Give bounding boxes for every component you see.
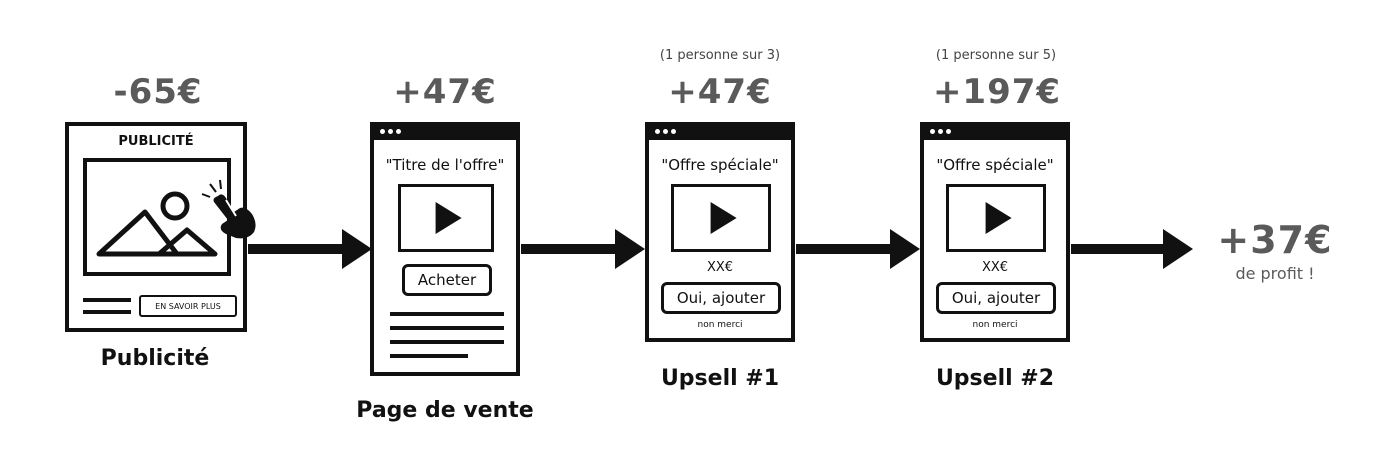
video-player[interactable] [946, 184, 1046, 252]
upsell1-add-button[interactable]: Oui, ajouter [661, 282, 781, 314]
flow-arrow-shaft [521, 244, 619, 254]
text-line [390, 340, 504, 344]
upsell1-amount: +47€ [668, 72, 772, 112]
upsell2-price: XX€ [981, 260, 1009, 275]
play-icon[interactable] [710, 202, 737, 234]
sales-page-caption: Page de vente [356, 398, 534, 423]
offer-title: "Titre de l'offre" [385, 156, 505, 174]
ad-card: PUBLICITÉ EN SAVOIR PLUS [65, 122, 247, 332]
arrow-right-icon [1163, 229, 1193, 269]
flow-arrow-shaft [248, 244, 346, 254]
arrow-right-icon [615, 229, 645, 269]
flow-arrow-shaft [1071, 244, 1167, 254]
ad-text-line [83, 298, 131, 302]
upsell1-window: "Offre spéciale" XX€ Oui, ajouter non me… [645, 122, 795, 342]
ad-text-line [83, 310, 131, 314]
arrow-right-icon [342, 229, 372, 269]
ad-cost-amount: -65€ [113, 72, 203, 112]
ad-header: PUBLICITÉ [118, 134, 194, 149]
upsell2-rate-note: (1 personne sur 5) [935, 48, 1057, 63]
upsell1-caption: Upsell #1 [660, 366, 780, 391]
sales-page-amount: +47€ [393, 72, 497, 112]
upsell2-add-button[interactable]: Oui, ajouter [936, 282, 1056, 314]
text-line [390, 312, 504, 316]
buy-button[interactable]: Acheter [402, 264, 492, 296]
ad-caption: Publicité [100, 346, 210, 371]
ad-learn-more-button[interactable]: EN SAVOIR PLUS [139, 295, 237, 317]
window-titlebar [374, 126, 516, 140]
upsell2-decline-link[interactable]: non merci [972, 320, 1018, 330]
sales-page-window: "Titre de l'offre" Acheter [370, 122, 520, 376]
profit-label: de profit ! [1235, 264, 1315, 283]
upsell2-caption: Upsell #2 [935, 366, 1055, 391]
upsell2-amount: +197€ [932, 72, 1062, 112]
play-icon[interactable] [985, 202, 1012, 234]
upsell1-decline-link[interactable]: non merci [697, 320, 743, 330]
arrow-right-icon [890, 229, 920, 269]
window-titlebar [649, 126, 791, 140]
upsell2-title: "Offre spéciale" [936, 156, 1054, 174]
upsell1-price: XX€ [706, 260, 734, 275]
text-line [390, 354, 468, 358]
flow-arrow-shaft [796, 244, 894, 254]
play-icon[interactable] [435, 202, 462, 234]
profit-amount: +37€ [1217, 218, 1333, 262]
window-titlebar [924, 126, 1066, 140]
video-player[interactable] [671, 184, 771, 252]
pointer-hand-icon [196, 176, 262, 242]
text-line [390, 326, 504, 330]
video-player[interactable] [398, 184, 494, 252]
upsell1-title: "Offre spéciale" [661, 156, 779, 174]
upsell2-window: "Offre spéciale" XX€ Oui, ajouter non me… [920, 122, 1070, 342]
upsell1-rate-note: (1 personne sur 3) [659, 48, 781, 63]
